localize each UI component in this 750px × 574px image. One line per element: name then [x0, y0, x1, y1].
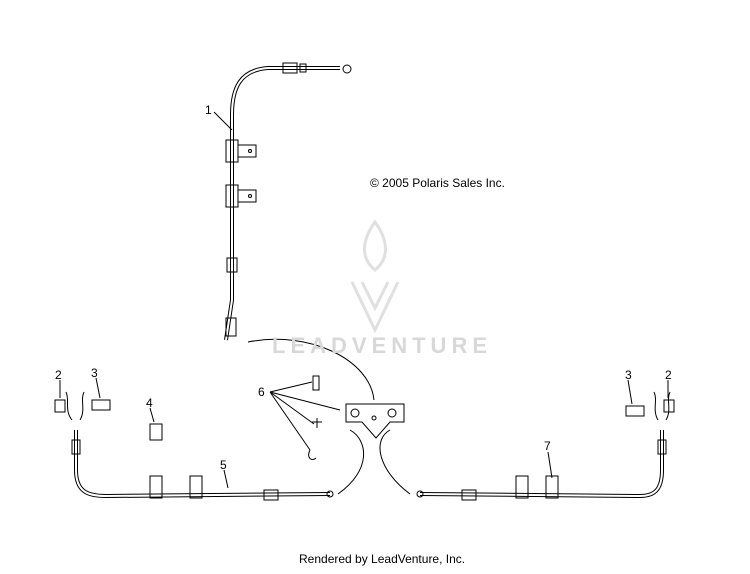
connector-arc-bottom — [337, 429, 364, 495]
cable-1 — [224, 62, 352, 341]
leader-1 — [213, 111, 233, 131]
pin-4 — [149, 423, 163, 441]
copyright-text: © 2005 Polaris Sales Inc. — [370, 176, 505, 190]
callout-7: 7 — [544, 439, 551, 453]
bracket-6 — [345, 403, 405, 439]
clevis-2-right — [663, 399, 675, 413]
callout-5: 5 — [220, 458, 227, 472]
leader-7 — [547, 451, 553, 479]
callout-3-right: 3 — [625, 368, 632, 382]
callout-2-left: 2 — [55, 368, 62, 382]
cable-5 — [65, 391, 334, 501]
bolt-3-right — [625, 405, 645, 417]
leader-5 — [223, 469, 229, 489]
cable-7 — [416, 391, 671, 501]
footer-text: Rendered by LeadVenture, Inc. — [299, 552, 466, 566]
bolt-6 — [312, 375, 320, 391]
callout-1: 1 — [205, 103, 212, 117]
callout-4: 4 — [146, 396, 153, 410]
connector-arc-top — [247, 338, 375, 401]
bolt-3-left — [91, 399, 111, 411]
leader-3-right — [627, 379, 633, 405]
leader-6 — [269, 381, 341, 451]
clevis-2-left — [54, 399, 66, 413]
callout-2-right: 2 — [665, 368, 672, 382]
leader-3-left — [95, 377, 101, 399]
callout-3-left: 3 — [91, 366, 98, 380]
washer-6 — [312, 418, 322, 428]
leadventure-flame-logo-icon — [350, 219, 400, 334]
watermark-text: LEADVENTURE — [272, 333, 493, 358]
cotter-pin-6 — [308, 449, 317, 461]
connector-arc-bottom-2 — [379, 429, 411, 495]
callout-6: 6 — [258, 385, 265, 399]
leader-4 — [149, 407, 155, 423]
